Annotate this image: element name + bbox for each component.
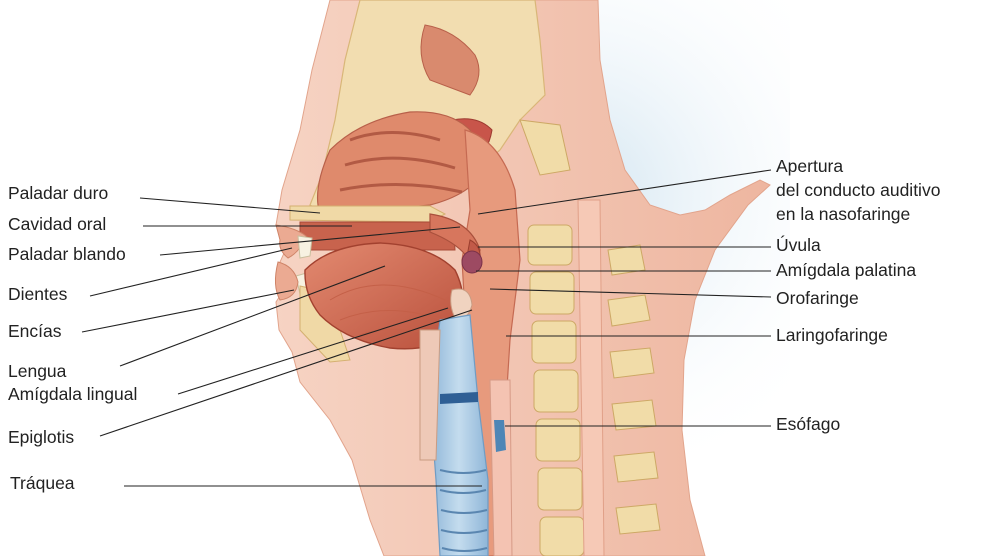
label-oral-cavity: Cavidad oral bbox=[8, 215, 106, 234]
label-palatine-tonsil: Amígdala palatina bbox=[776, 261, 916, 280]
upper-teeth bbox=[298, 236, 312, 258]
label-hard-palate: Paladar duro bbox=[8, 184, 108, 203]
esophagus-shape bbox=[490, 380, 512, 556]
label-uvula: Úvula bbox=[776, 236, 821, 255]
label-soft-palate: Paladar blando bbox=[8, 245, 126, 264]
esophagus-wall bbox=[494, 420, 506, 452]
label-esophagus: Esófago bbox=[776, 415, 840, 434]
label-trachea: Tráquea bbox=[10, 474, 75, 493]
label-laryngopharynx: Laringofaringe bbox=[776, 326, 888, 345]
label-lingual-tonsil: Amígdala lingual bbox=[8, 385, 137, 404]
label-tongue: Lengua bbox=[8, 362, 66, 381]
label-auditory-tube-line2: del conducto auditivo bbox=[776, 181, 940, 200]
palatine-tonsil-shape bbox=[462, 251, 482, 273]
label-epiglottis: Epiglotis bbox=[8, 428, 74, 447]
label-auditory-tube-line3: en la nasofaringe bbox=[776, 205, 910, 224]
label-auditory-tube-line1: Apertura bbox=[776, 157, 843, 176]
hard-palate-bone bbox=[290, 206, 445, 222]
thyroid-cartilage bbox=[420, 330, 440, 460]
label-teeth: Dientes bbox=[8, 285, 67, 304]
vocal-fold bbox=[440, 392, 478, 404]
label-oropharynx: Orofaringe bbox=[776, 289, 859, 308]
label-gums: Encías bbox=[8, 322, 62, 341]
